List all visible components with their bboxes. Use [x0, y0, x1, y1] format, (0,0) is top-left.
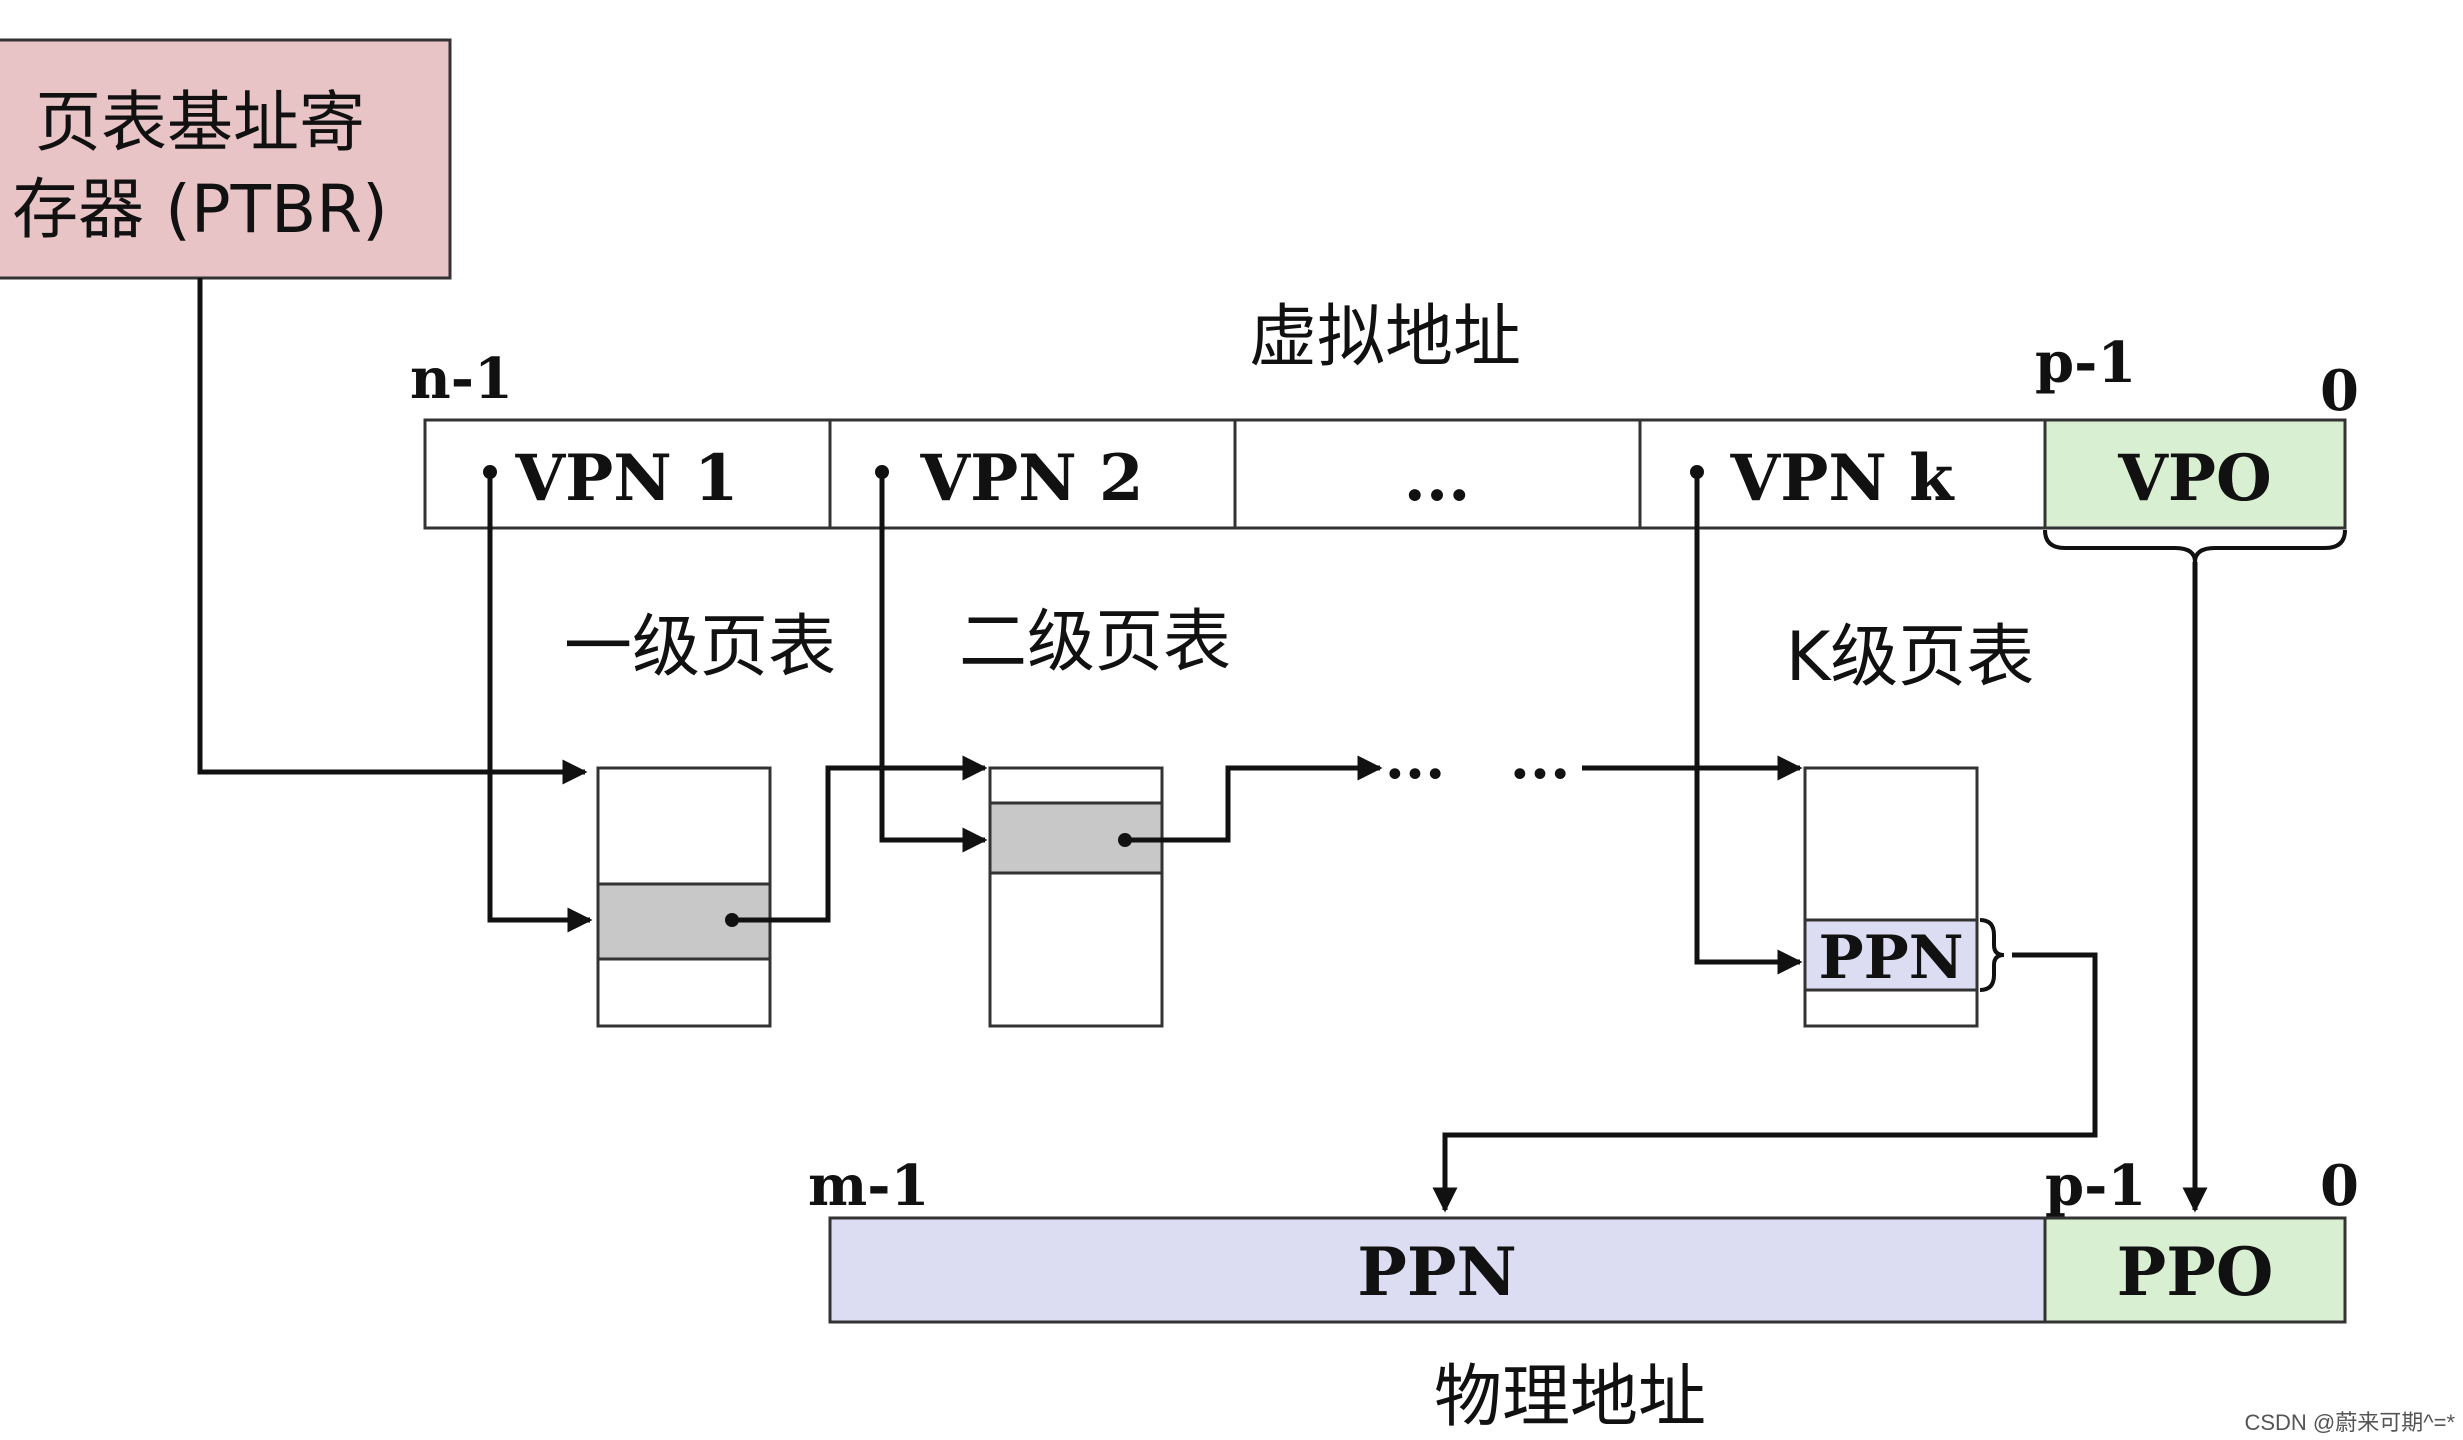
dot-vpn1 [483, 465, 497, 479]
virtual-address-title: 虚拟地址 [1249, 298, 1521, 377]
levelk-entry-ppn-label: PPN [1818, 923, 1963, 993]
vpo-brace [2043, 529, 2347, 563]
dot-vpn2 [875, 465, 889, 479]
pa-field-ppo [2043, 1216, 2347, 1324]
levelk-entry-brace [1979, 918, 2005, 992]
va-vpo-high-bit-label: p-1 [2035, 330, 2136, 396]
va-field-vpnk [1638, 418, 2047, 530]
levelk-table-label: K级页表 [1786, 618, 2035, 697]
level1-page-table [596, 766, 772, 1028]
connection-wires [197, 278, 2208, 1213]
wire-level2-entry-to-dots [1125, 755, 1383, 843]
virtual-address: 虚拟地址 n-1 p-1 0 VPN 1 VPN 2 ... VPN k VPO [410, 298, 2359, 563]
physical-address-title: 物理地址 [1434, 1358, 1706, 1437]
pa-field-ppo-label: PPO [2117, 1233, 2274, 1311]
wire-vpn2-to-level2-entry [879, 472, 988, 853]
level1-table-label: 一级页表 [564, 608, 836, 687]
ptbr-label-line1: 页表基址寄 [35, 84, 365, 161]
dot-vpnk [1690, 465, 1704, 479]
ptbr-box [0, 38, 452, 280]
physical-address: m-1 p-1 0 PPN PPO 物理地址 [808, 1153, 2359, 1437]
pa-field-ppn [828, 1216, 2047, 1324]
va-low-bit-label: 0 [2320, 358, 2359, 424]
pa-field-ppn-label: PPN [1357, 1233, 1517, 1311]
ptbr-label-line2: 存器 (PTBR) [12, 171, 388, 248]
wire-ptbr-to-level1 [197, 278, 588, 785]
level2-page-table [988, 766, 1164, 1028]
level2-table-label: 二级页表 [959, 603, 1231, 682]
dot-level2-entry [1118, 833, 1132, 847]
gap-dots-right: ... [1510, 724, 1571, 792]
va-field-vpo-label: VPO [2117, 441, 2272, 516]
wire-vpnk-to-levelk-entry [1694, 472, 1803, 975]
levelk-table-entry [1803, 918, 1979, 992]
wire-vpn1-to-level1-entry [487, 472, 593, 933]
levelk-page-table: PPN [1803, 766, 2005, 1028]
va-field-ellipsis [1233, 418, 1642, 530]
pa-low-bit-label: 0 [2320, 1153, 2359, 1219]
ptbr-register: 页表基址寄 存器 (PTBR) [0, 38, 452, 280]
va-field-vpn2-label: VPN 2 [919, 441, 1143, 516]
wire-level1-entry-to-level2 [732, 755, 988, 923]
dot-level1-entry [725, 913, 739, 927]
va-field-vpnk-label: VPN k [1730, 441, 1956, 516]
wire-ppn-to-physical-ppn [1432, 952, 2098, 1213]
va-field-vpn1-label: VPN 1 [514, 441, 738, 516]
watermark: CSDN @蔚来可期^=* [2244, 1410, 2455, 1435]
va-field-vpo [2043, 418, 2347, 530]
va-field-vpn2 [828, 418, 1237, 530]
pa-high-bit-label: m-1 [808, 1153, 929, 1219]
va-high-bit-label: n-1 [410, 346, 513, 412]
pa-ppo-high-bit-label: p-1 [2045, 1153, 2146, 1219]
gap-dots-left: ... [1385, 724, 1446, 792]
va-field-ellipsis-label: ... [1404, 441, 1471, 516]
